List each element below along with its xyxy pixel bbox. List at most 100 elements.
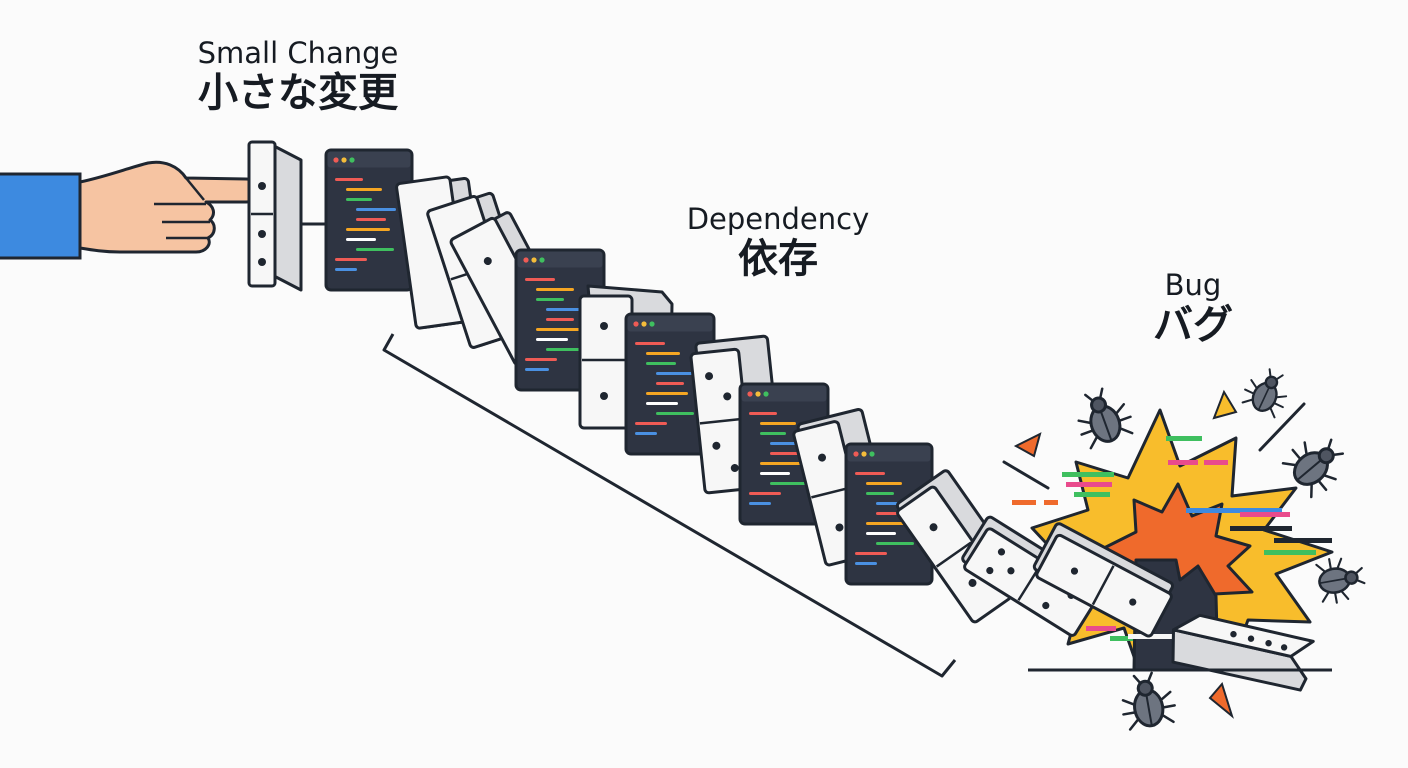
domino-pip [929,523,938,532]
domino-icon [1171,613,1315,692]
domino-side [272,144,303,292]
code-line [525,358,557,361]
bug-icon [1281,438,1345,499]
window-dot [539,257,545,263]
code-line [1230,526,1292,531]
bug-legs [1281,438,1345,499]
code-line [1240,512,1290,517]
code-line [536,298,564,301]
code-line [1166,436,1202,441]
bug-icon [1241,368,1288,419]
code-line [760,462,804,465]
window-dot [641,321,647,327]
code-line [646,362,676,365]
domino-pip [600,322,608,330]
dependency-label-en: Dependency [686,202,870,236]
window-dot [531,257,537,263]
bug-wing-line [1099,410,1113,441]
bug-label-en: Bug [1164,268,1222,302]
code-line [335,258,367,261]
domino-divider [699,417,744,425]
domino-divider [1091,565,1115,606]
code-line [546,318,574,321]
domino-pip [258,258,266,266]
code-line [525,278,555,281]
bug-legs [1241,368,1288,419]
code-editor-icon [624,312,716,456]
dependency-label: Dependency 依存 [648,202,908,282]
code-line [346,238,376,241]
code-line [770,452,800,455]
code-line [1044,500,1058,505]
code-line [356,208,396,211]
code-line [346,198,372,201]
code-line [1012,500,1036,505]
domino-icon [1032,522,1174,638]
code-line [656,382,684,385]
domino-pip [835,523,844,532]
code-line [855,562,877,565]
domino-pip [483,257,492,266]
code-line [346,228,390,231]
code-line [1264,550,1316,555]
bug-legs [1121,671,1176,731]
domino-pip [818,453,827,462]
spark-line [1258,402,1306,452]
domino-pip [712,441,721,450]
code-line [646,352,680,355]
code-line [1168,460,1198,465]
code-line [866,492,894,495]
code-line [749,502,771,505]
domino-pip [986,566,994,575]
window-dot [333,157,339,163]
domino-icon [247,140,303,292]
dependency-label-ja: 依存 [738,236,818,282]
domino-pip [258,182,266,190]
domino-pip [997,548,1006,556]
domino-divider [935,541,972,568]
window-dot [649,321,655,327]
window-dot [633,321,639,327]
code-line [1128,634,1184,639]
domino-pip [1280,644,1288,651]
bug-icon [1121,671,1176,731]
window-dot [763,391,769,397]
bug-label: Bug バグ [1108,268,1278,348]
code-line [760,422,796,425]
pointing-hand-icon [0,160,266,260]
small-change-label-en: Small Change [197,36,399,70]
domino-face [1171,613,1315,658]
domino-pip [1129,598,1137,606]
code-line [1274,538,1332,543]
code-editor-icon [324,148,414,292]
code-line [335,268,357,271]
bug-wing-line [1320,577,1347,584]
spark-line [1002,460,1050,490]
code-line [646,392,688,395]
code-line [866,482,902,485]
editor-titlebar [627,315,713,332]
debris [1013,432,1042,458]
code-line [770,482,808,485]
code-line [356,218,386,221]
domino-face [578,294,634,430]
window-dot [853,451,859,457]
window-dot [341,157,347,163]
code-line [546,308,588,311]
code-line [876,542,914,545]
bug-legs [1315,557,1366,604]
debris [1212,389,1238,420]
bug-legs [1077,387,1134,450]
code-editor-icon [844,442,934,586]
bug-wing-line [1145,693,1153,725]
editor-titlebar [741,385,827,402]
code-line [536,328,582,331]
domino-pip [1230,631,1237,638]
editor-titlebar [517,251,603,268]
code-line [1204,460,1228,465]
code-line [760,432,786,435]
domino-pip [730,463,739,472]
code-line [1074,492,1110,497]
code-line [656,412,694,415]
